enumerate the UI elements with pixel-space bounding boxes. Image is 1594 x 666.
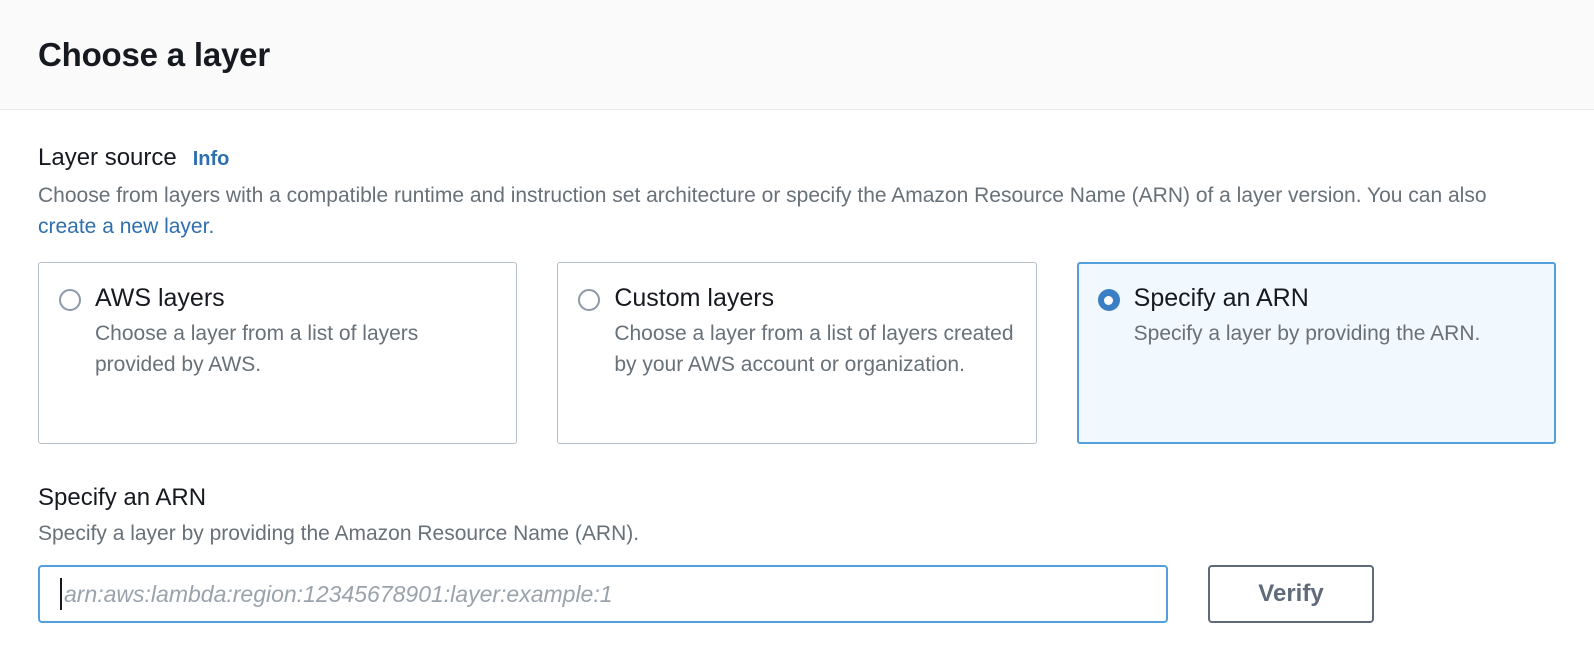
option-text-aws-layers: AWS layers Choose a layer from a list of… — [95, 283, 494, 423]
option-title-aws-layers: AWS layers — [95, 284, 225, 312]
radio-aws-layers[interactable] — [59, 289, 81, 311]
option-text-custom-layers: Custom layers Choose a layer from a list… — [614, 283, 1013, 423]
create-a-new-layer-link[interactable]: create a new layer — [38, 215, 209, 238]
arn-section-label: Specify an ARN — [38, 484, 207, 511]
arn-section: Specify an ARN Specify a layer by provid… — [38, 484, 1556, 623]
option-title-specify-an-arn: Specify an ARN — [1133, 284, 1309, 312]
layer-source-description: Choose from layers with a compatible run… — [38, 180, 1518, 242]
modal-header: Choose a layer — [0, 0, 1594, 110]
option-title-custom-layers: Custom layers — [614, 284, 775, 312]
arn-section-description: Specify a layer by providing the Amazon … — [38, 522, 640, 545]
option-description-aws-layers: Choose a layer from a list of layers pro… — [95, 322, 419, 376]
radio-specify-an-arn[interactable] — [1097, 289, 1120, 311]
layer-source-label-row: Layer source Info — [38, 144, 1556, 172]
arn-input-wrapper — [38, 565, 1168, 623]
verify-button[interactable]: Verify — [1208, 565, 1374, 623]
modal-body: Layer source Info Choose from layers wit… — [0, 110, 1594, 623]
option-text-specify-an-arn: Specify an ARN Specify a layer by provid… — [1134, 283, 1533, 423]
text-cursor — [60, 578, 62, 610]
layer-source-description-period: . — [208, 215, 215, 238]
option-tile-specify-an-arn[interactable]: Specify an ARN Specify a layer by provid… — [1076, 262, 1556, 444]
arn-input[interactable] — [38, 565, 1168, 623]
option-tile-aws-layers[interactable]: AWS layers Choose a layer from a list of… — [38, 262, 518, 444]
option-description-custom-layers: Choose a layer from a list of layers cre… — [614, 322, 1014, 376]
arn-input-row: Verify — [38, 565, 1556, 623]
layer-source-options: AWS layers Choose a layer from a list of… — [38, 262, 1556, 444]
option-description-specify-an-arn: Specify a layer by providing the ARN. — [1133, 322, 1481, 345]
info-link[interactable]: Info — [192, 148, 230, 170]
layer-source-description-text: Choose from layers with a compatible run… — [38, 184, 1487, 207]
page-title: Choose a layer — [38, 35, 270, 73]
radio-custom-layers[interactable] — [578, 289, 601, 311]
option-tile-custom-layers[interactable]: Custom layers Choose a layer from a list… — [557, 262, 1037, 444]
layer-source-label: Layer source — [38, 144, 177, 171]
